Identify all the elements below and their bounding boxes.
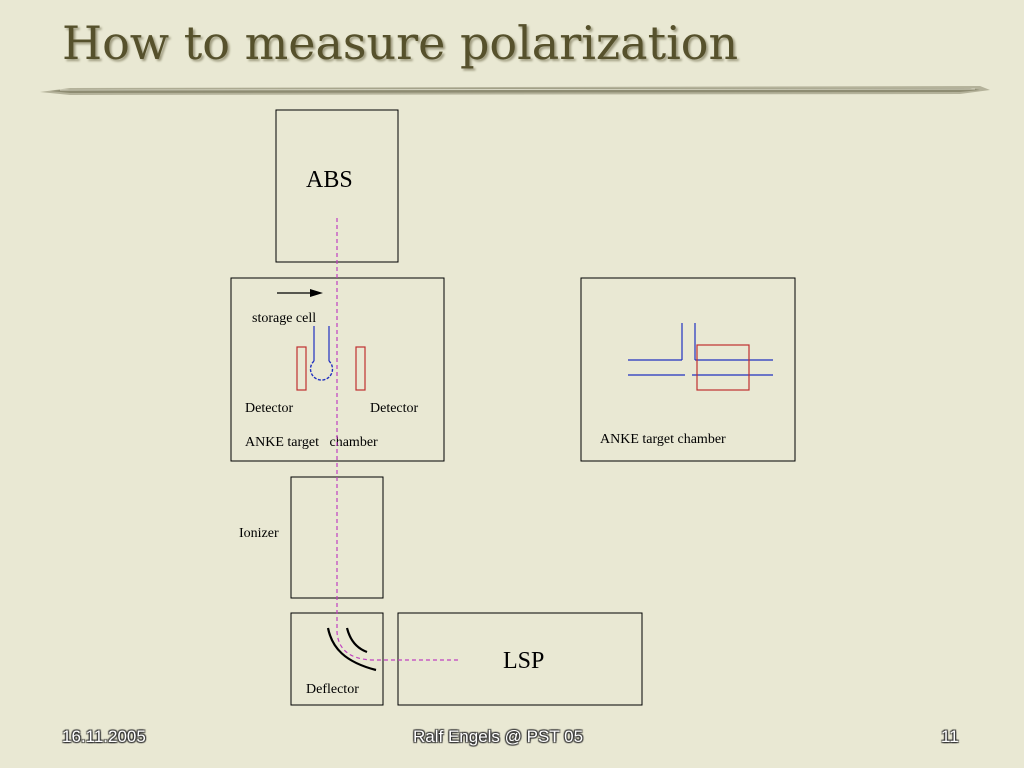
detector-square: [696, 344, 750, 391]
detector-left-label: Detector: [245, 401, 294, 416]
lsp-box: [397, 612, 643, 706]
ionizer-label: Ionizer: [239, 526, 279, 541]
deflector-plate-inner: [345, 627, 368, 654]
anke-chamber-right-box: [580, 277, 796, 462]
storage-cell-label: storage cell: [252, 311, 316, 326]
footer-page-number: 11: [941, 727, 959, 746]
deflector-label: Deflector: [306, 682, 359, 697]
deflector-plate-outer: [326, 627, 377, 672]
chamber-left-label: ANKE target chamber: [245, 435, 378, 450]
abs-label: ABS: [306, 167, 353, 193]
footer-date: 16.11.2005: [62, 727, 146, 746]
detector-right-rect: [355, 346, 366, 391]
footer-author: Ralf Engels @ PST 05: [413, 727, 584, 746]
slide-title: How to measure polarization: [62, 16, 739, 70]
arrow-head: [310, 289, 323, 297]
detector-left-rect: [296, 346, 307, 391]
chamber-right-label: ANKE target chamber: [600, 432, 726, 447]
lsp-label: LSP: [503, 648, 544, 674]
title-underline: [40, 86, 990, 95]
ionizer-box: [290, 476, 384, 599]
detector-right-label: Detector: [370, 401, 419, 416]
storage-cell-bulb: [309, 360, 334, 381]
beam-path: [336, 218, 460, 661]
